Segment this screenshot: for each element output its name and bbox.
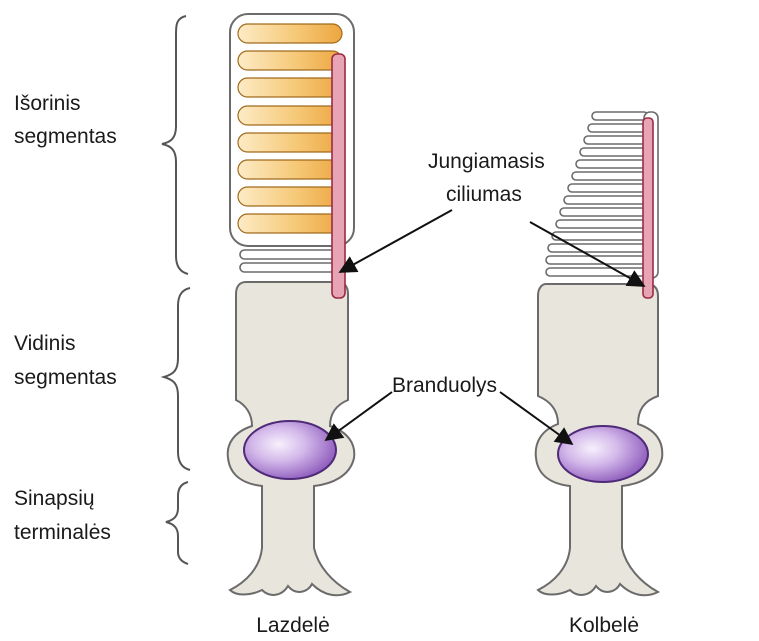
rod-disc [238, 24, 342, 43]
callout-labels: Jungiamasis ciliumas Branduolys [392, 150, 545, 397]
cone-cell-name: Kolbelė [569, 614, 639, 637]
cone-lamella [546, 268, 648, 276]
rod-disc [238, 51, 342, 70]
outer-segment-label-line1: Išorinis [14, 92, 81, 115]
rod-disc [238, 133, 342, 152]
rod-connecting-cilium [332, 54, 345, 298]
region-brackets [162, 16, 190, 564]
cell-names: Lazdelė Kolbelė [256, 614, 639, 637]
synaptic-terminal-label-line2: terminalės [14, 521, 111, 544]
rod-cell-name: Lazdelė [256, 614, 330, 637]
inner-segment-bracket [164, 288, 190, 470]
cone-cell [536, 112, 663, 595]
rod-disc [238, 160, 342, 179]
cilium-label-line1: Jungiamasis [428, 150, 545, 173]
rod-cell [228, 14, 355, 595]
inner-segment-label-line1: Vidinis [14, 332, 75, 355]
cone-lamella [548, 244, 648, 252]
cone-lamella [592, 112, 648, 120]
rod-membrane-folds [240, 250, 336, 272]
cone-lamella [572, 172, 648, 180]
cone-lamella [568, 184, 648, 192]
cone-lamella [556, 220, 648, 228]
rod-nucleus [244, 421, 336, 479]
cone-lamella [576, 160, 648, 168]
cone-lamella [584, 136, 648, 144]
rod-disc [238, 78, 342, 97]
cone-lamella [580, 148, 648, 156]
outer-segment-bracket [162, 16, 188, 274]
cone-lamella [588, 124, 648, 132]
region-labels: Išorinis segmentas Vidinis segmentas Sin… [14, 92, 117, 544]
rod-disc [238, 214, 342, 233]
cone-connecting-cilium [643, 118, 653, 298]
nucleus-label: Branduolys [392, 374, 497, 397]
cone-lamellae [546, 112, 648, 276]
rod-cilium-arrow [340, 210, 452, 272]
inner-segment-label-line2: segmentas [14, 366, 117, 389]
cone-nucleus [558, 426, 648, 482]
rod-disc [238, 187, 342, 206]
cone-lamella [552, 232, 648, 240]
cilium-label-line2: ciliumas [446, 183, 522, 206]
rod-fold [240, 263, 336, 272]
rod-disc [238, 106, 342, 125]
rod-fold [240, 250, 336, 259]
outer-segment-label-line2: segmentas [14, 125, 117, 148]
cone-lamella [564, 196, 648, 204]
cone-lamella [560, 208, 648, 216]
synaptic-terminal-label-line1: Sinapsių [14, 487, 95, 510]
synaptic-terminal-bracket [166, 482, 188, 564]
